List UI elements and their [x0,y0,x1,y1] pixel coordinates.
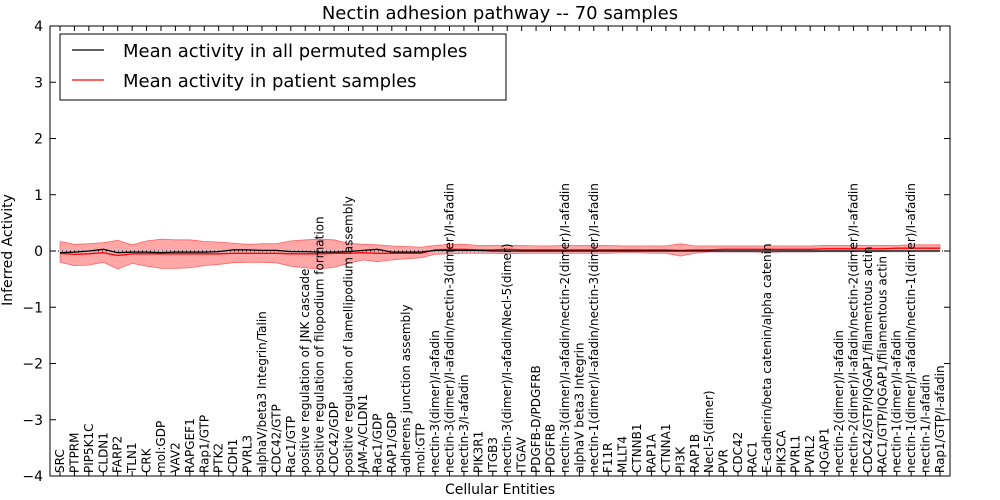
plot-frame [49,25,951,477]
x-tick-label: JAM-A/CLDN1 [356,394,370,474]
x-tick-label: CDC42/GTP [269,404,283,473]
x-tick-label: Rac1/GTP [284,416,298,473]
x-tick-label: positive regulation of JNK cascade [298,269,312,473]
x-tick-label: positive regulation of lamellipodium ass… [342,196,356,473]
x-tick-label: CRK [140,447,154,473]
x-tick-label: nectin-3(dimer)/I-afadin/nectin-2(dimer)… [558,183,572,473]
x-tick-label: MLLT4 [616,436,630,473]
x-tick-label: alphaV beta3 Integrin [572,342,586,473]
x-tick-label: Rac1/GDP [370,414,384,473]
x-tick-label: nectin-1(dimer)/I-afadin/nectin-3(dimer)… [587,183,601,473]
x-tick-label: PVRL3 [241,435,255,473]
x-tick-label: RAC1/GTP/IQGAP1/filamentous actin [875,256,889,473]
x-tick-label: Necl-5(dimer) [702,390,716,473]
x-tick-label: CTNNB1 [630,423,644,473]
y-axis-label: Inferred Activity [0,194,16,306]
x-tick-label: mol:GDP [154,421,168,473]
x-tick-label: RAP1A [645,433,659,473]
legend-label-patient: Mean activity in patient samples [123,71,417,92]
x-tick-label: PDGFB-D/PDGFRB [529,365,543,473]
x-tick-label: PVRL2 [803,435,817,473]
x-tick-label: PDGFRB [544,424,558,473]
y-tick-label: −2 [22,357,43,373]
x-tick-label: nectin-1(dimer)/I-afadin [890,330,904,473]
x-tick-label: nectin-3(dimer)/I-afadin/Necl-5(dimer) [500,243,514,473]
y-tick-label: 4 [34,19,43,35]
x-tick-label: IQGAP1 [818,428,832,473]
x-tick-label: CDC42 [731,432,745,473]
x-tick-label: CDH1 [226,439,240,473]
x-tick-label: PVR [717,449,731,473]
x-tick-label: Rap1/GTP/I-afadin [933,365,947,473]
x-tick-label: RAC1 [746,441,760,473]
chart-title: Nectin adhesion pathway -- 70 samples [322,3,678,24]
x-tick-label: CDC42/GTP/IQGAP1/filamentous actin [861,247,875,473]
x-tick-label: adherens junction assembly [399,304,413,473]
x-tick-label: RAPGEF1 [183,418,197,473]
x-tick-label: E-cadherin/beta catenin/alpha catenin [760,243,774,473]
x-tick-label: PVRL1 [789,435,803,473]
legend: Mean activity in all permuted samples Me… [59,33,507,101]
legend-box [59,33,507,101]
series-line-1 [59,247,940,257]
x-tick-label: nectin-2(dimer)/I-afadin/nectin-2(dimer)… [846,183,860,473]
x-tick-label: RAP1B [688,434,702,473]
y-tick-label: −1 [22,300,43,316]
x-tick-label: nectin-1/I-afadin [919,374,933,473]
x-tick-label: nectin-2(dimer)/I-afadin [832,330,846,473]
x-tick-label: CLDN1 [96,432,110,473]
x-tick-label: Rap1/GTP [197,415,211,473]
x-tick-label: PIP5K1C [82,423,96,473]
x-tick-label: F11R [601,442,615,473]
x-tick-label: PTPRM [67,433,81,474]
x-tick-label: TLN1 [125,442,139,474]
x-tick-label: PIK3R1 [471,431,485,473]
x-tick-label: CTNNA1 [659,423,673,473]
series-line-0 [59,248,940,254]
x-tick-label: ITGAV [515,436,529,473]
x-tick-label: ITGB3 [486,437,500,473]
x-tick-label: FARP2 [111,436,125,473]
y-tick-label: 0 [34,244,43,260]
x-tick-label: nectin-3(dimer)/I-afadin [428,330,442,473]
y-tick-label: −3 [22,413,43,429]
y-tick-label: −4 [22,469,43,485]
y-tick-label: 3 [34,75,43,91]
x-tick-label: SRC [53,449,67,473]
y-tick-label: 1 [34,188,43,204]
x-tick-label: alphaV/beta3 Integrin/Talin [255,311,269,473]
x-tick-label: PIK3CA [774,429,788,473]
x-tick-label: nectin-3(dimer)/I-afadin/nectin-3(dimer)… [443,183,457,473]
x-tick-label: mol:GTP [414,423,428,473]
x-tick-label: RAP1/GDP [385,412,399,473]
legend-label-permuted: Mean activity in all permuted samples [123,41,467,62]
y-tick-label: 2 [34,132,43,148]
x-tick-label: nectin-3/I-afadin [457,374,471,473]
x-tick-label: CDC42/GDP [327,402,341,473]
x-axis-label: Cellular Entities [445,482,555,498]
x-tick-label: PI3K [673,446,687,473]
x-tick-label: nectin-1(dimer)/I-afadin/nectin-1(dimer)… [904,183,918,473]
x-tick-label: VAV2 [168,442,182,473]
x-tick-label: PTK2 [212,443,226,473]
x-tick-label: positive regulation of filopodium format… [313,216,327,473]
